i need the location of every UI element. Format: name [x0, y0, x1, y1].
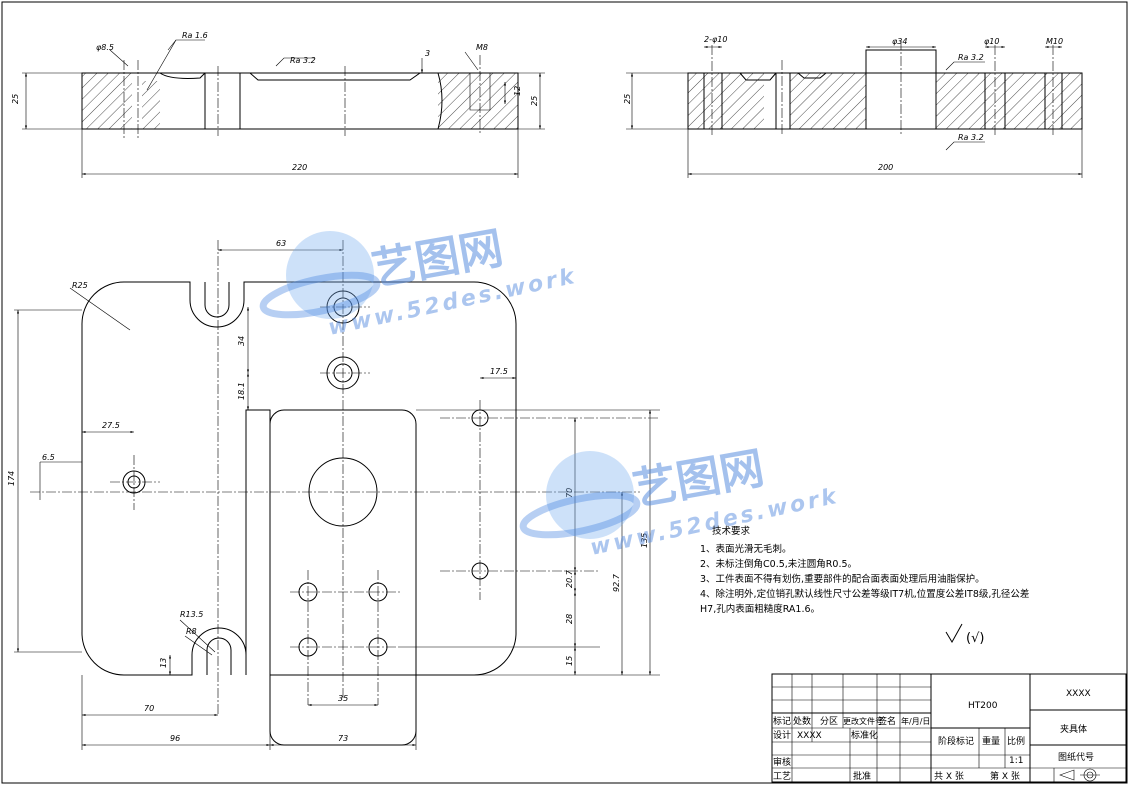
scale-value: 1:1: [1009, 756, 1023, 766]
watermark-middle: 艺图网 www.52des.work: [519, 443, 841, 561]
surface-finish-icon: [945, 623, 963, 643]
part-name: 夹具体: [1060, 723, 1087, 735]
dim-34: 34: [237, 336, 246, 346]
dim-70-v: 70: [565, 488, 574, 498]
dim-13: 13: [159, 658, 168, 668]
dim-70-h: 70: [144, 704, 154, 713]
hole-callout-phi8-5: φ8.5: [96, 43, 114, 52]
hole-callout-phi34: φ34: [892, 37, 907, 46]
dim-17-5: 17.5: [490, 367, 508, 376]
dim-96: 96: [170, 734, 180, 743]
tech-req-item-3: 3、工件表面不得有划伤,重要部件的配合面表面处理后用油脂保护。: [700, 573, 985, 585]
dim-18-1: 18.1: [237, 382, 246, 400]
radius-r13-5: R13.5: [180, 610, 203, 619]
hole-callout-m10: M10: [1046, 37, 1063, 46]
label-process: 工艺: [773, 771, 791, 782]
company-name: XXXX: [1066, 689, 1091, 699]
dim-depth-12: 12: [513, 86, 522, 96]
label-approve: 批准: [853, 770, 871, 782]
roughness-ra3-2: Ra 3.2: [290, 56, 316, 65]
tech-req-title: 技术要求: [712, 525, 751, 537]
tech-req-item-4: 4、除注明外,定位销孔默认线性尺寸公差等级IT7机,位置度公差IT8级,孔径公差: [700, 588, 1029, 600]
drawing-number-label: 图纸代号: [1058, 751, 1094, 763]
hole-callout-phi10: φ10: [984, 37, 999, 46]
dim-6-5: 6.5: [42, 453, 55, 462]
section-view-left: 220 25 25 12 3 φ8.5 M8 Ra 1.6 Ra 3.2: [11, 31, 545, 178]
hole-callout-m8: M8: [476, 43, 488, 52]
dim-135: 135: [640, 533, 649, 548]
hole-callout-2-phi10: 2-φ10: [704, 35, 727, 44]
dim-length-200: 200: [878, 163, 893, 172]
finish-symbol-text: (√): [966, 631, 984, 646]
dim-35: 35: [338, 694, 348, 703]
radius-r8: R8: [186, 627, 197, 636]
dim-63: 63: [276, 239, 286, 248]
dim-height-25-r: 25: [623, 94, 632, 104]
label-design: 设计: [773, 729, 791, 741]
dim-height-25-right: 25: [530, 96, 539, 106]
dim-28: 28: [565, 614, 574, 624]
dim-length-220: 220: [292, 163, 307, 172]
dim-92-7: 92.7: [612, 573, 621, 592]
section-view-right: 200 25 2-φ10 φ34 φ10 M10 Ra 3.2 Ra 3.2: [623, 35, 1083, 178]
roughness-ra3-2-bottom: Ra 3.2: [958, 133, 984, 142]
dim-73: 73: [338, 734, 348, 743]
dim-27-5: 27.5: [102, 421, 120, 430]
tech-req-item-5: H7,孔内表面粗糙度RA1.6。: [700, 603, 820, 615]
title-block: HT200 XXXX 夹具体 图纸代号 标记 处数 分区 更改文件号 签名 年/…: [771, 673, 1127, 783]
radius-r25: R25: [72, 281, 88, 290]
dim-174: 174: [7, 471, 16, 486]
roughness-ra1-6: Ra 1.6: [182, 31, 208, 40]
tech-req-item-2: 2、未标注倒角C0.5,未注圆角R0.5。: [700, 558, 857, 570]
material: HT200: [968, 701, 998, 711]
sheets-total: 共 X 张: [934, 771, 964, 782]
watermark-top: 艺图网 www.52des.work: [259, 223, 579, 341]
plan-view: 63 174 6.5 27.5 34 18.1 17.5 70 135 92.7…: [7, 239, 660, 750]
dim-15: 15: [565, 656, 574, 666]
label-change-doc: 更改文件号: [843, 716, 883, 726]
label-scale: 比例: [1007, 735, 1025, 747]
sheet-number: 第 X 张: [990, 770, 1020, 782]
label-division: 分区: [820, 716, 838, 727]
technical-requirements: 技术要求 1、表面光滑无毛刺。 2、未标注倒角C0.5,未注圆角R0.5。 3、…: [700, 525, 1029, 646]
dim-depth-3: 3: [425, 49, 430, 58]
label-mark: 标记: [773, 715, 791, 727]
label-sign: 签名: [878, 715, 896, 727]
label-review: 审核: [773, 756, 791, 768]
label-standard: 标准化: [851, 729, 878, 741]
label-stage-mark: 阶段标记: [938, 735, 974, 747]
projection-symbol-icon: [1059, 769, 1075, 781]
label-weight: 重量: [982, 735, 1000, 747]
dim-height-25: 25: [11, 94, 20, 104]
roughness-ra3-2-top: Ra 3.2: [958, 53, 984, 62]
designer-name: XXXX: [797, 731, 822, 741]
label-date: 年/月/日: [901, 716, 930, 726]
dim-20-7: 20.7: [565, 569, 574, 588]
label-count: 处数: [793, 715, 811, 727]
tech-req-item-1: 1、表面光滑无毛刺。: [700, 543, 792, 555]
